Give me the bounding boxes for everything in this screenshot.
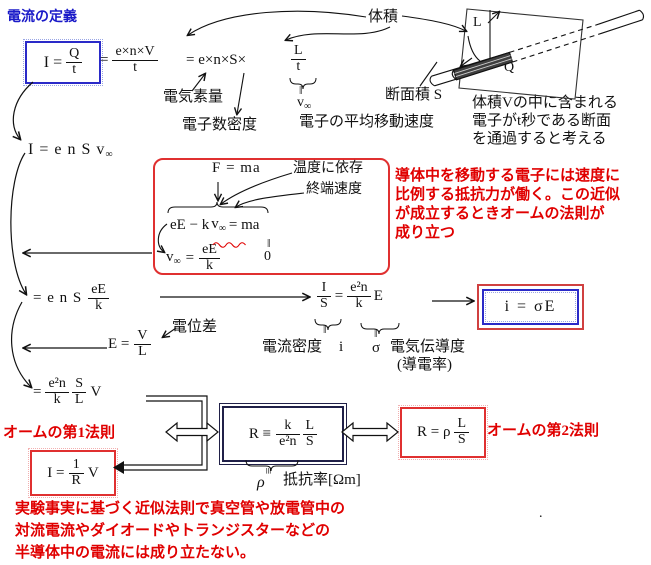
- figure-caption-3: を通過すると考える: [472, 131, 607, 147]
- underbrace-lt: [289, 77, 317, 90]
- rod-right-cap: [639, 9, 645, 21]
- kv-infinity: v∞: [211, 216, 226, 234]
- zero: 0: [264, 249, 271, 264]
- arrow-label-n: [237, 72, 245, 114]
- eq-ensv: I = e n S v∞: [28, 141, 114, 160]
- label-temperature: 温度に依存: [293, 161, 363, 176]
- rod-right-top: [598, 9, 640, 25]
- label-volume: 体積: [368, 9, 399, 25]
- vertical-equals: ‖: [323, 322, 327, 336]
- vertical-equals: ‖: [267, 236, 271, 250]
- symbol-rho: ρ: [257, 474, 265, 491]
- eq-force-balance: eE − k v∞ = ma: [170, 216, 260, 234]
- l-arrow: [487, 12, 499, 24]
- footnote-line-3: 半導体中の電流には成り立たない。: [15, 545, 256, 561]
- label-elementary-charge: 電気素量: [163, 89, 224, 105]
- label-ohm-second-law: オームの第2法則: [487, 423, 600, 439]
- label-current-density: 電流密度: [262, 339, 323, 355]
- figure-caption-1: 体積Vの中に含まれる: [472, 95, 618, 111]
- underbrace-is: [314, 318, 342, 331]
- arrow-volume-to-figure: [401, 15, 466, 31]
- rod-right-bottom: [599, 19, 643, 35]
- v-infinity: v∞: [297, 95, 312, 112]
- label-potential-difference: 電位差: [172, 319, 218, 335]
- rod-dashed-bottom: [512, 33, 601, 63]
- footnote-line-2: 対流電流やダイオードやトランジスターなどの: [15, 523, 331, 539]
- equiv-arrow-left: [165, 421, 219, 443]
- line-cross-section: [419, 61, 438, 87]
- rod-left-top: [431, 51, 510, 77]
- label-electron-density: 電子数密度: [182, 117, 258, 133]
- label-cross-section: 断面積 S: [385, 87, 443, 103]
- arrow-chain-1: [10, 152, 26, 294]
- figure-q-label: Q: [504, 60, 515, 75]
- underbrace-e2nk: [360, 322, 400, 335]
- stray-dot: .: [539, 506, 543, 521]
- figure-l-label: L: [473, 15, 482, 30]
- rod-dashed-top: [509, 23, 599, 53]
- v-infinity: v∞: [166, 248, 181, 267]
- wire-figure: [429, 8, 645, 100]
- page-title: 電流の定義: [7, 10, 77, 25]
- eq-fma: F = ma: [212, 160, 261, 176]
- note-line-2: 比例する抵抗力が働く。この近似: [395, 187, 621, 203]
- eq-i: I =: [43, 53, 63, 71]
- rod-direction-arrow: [461, 57, 473, 66]
- equiv-arrow-right: [341, 421, 399, 443]
- charge-stripe: [454, 55, 511, 74]
- arrow-chain-2: [11, 301, 31, 387]
- figure-caption-2: 電子がt秒である断面: [472, 113, 612, 129]
- l-arc: [467, 35, 481, 62]
- symbol-i: i: [339, 339, 344, 355]
- connector-double-line: [113, 395, 208, 474]
- label-resistivity: 抵抗率[Ωm]: [283, 472, 361, 488]
- footnote-line-1: 実験事実に基づく近似法則で真空管や放電管中の: [15, 501, 346, 517]
- label-conductivity: 電気伝導度: [390, 339, 466, 355]
- note-line-1: 導体中を移動する電子には速度に: [395, 168, 621, 184]
- label-conductivity-2: (導電率): [397, 357, 452, 373]
- note-line-4: 成り立つ: [395, 225, 456, 241]
- ohm-law-micro-box: i = σE: [477, 284, 584, 330]
- symbol-sigma: σ: [372, 340, 381, 356]
- arrow-volume-to-sl: [286, 26, 391, 40]
- charge-left-cap: [451, 69, 457, 81]
- vertical-equals: ‖: [299, 83, 303, 97]
- rod-left-bottom: [434, 61, 513, 87]
- eq-ensl: = e×n×S×: [186, 52, 247, 68]
- arrow-def-to-ensv: [13, 81, 34, 139]
- label-ohm-first-law: オームの第1法則: [3, 425, 116, 441]
- arrow-volume-to-v: [188, 10, 367, 35]
- rod-left-cap: [429, 75, 435, 87]
- note-line-3: が成立するときオームの法則が: [395, 206, 605, 222]
- eq-i-sigma-e: i = σE: [504, 298, 557, 315]
- label-mean-velocity: 電子の平均移動速度: [299, 114, 435, 130]
- vertical-equals: ‖: [374, 326, 378, 340]
- label-terminal-velocity: 終端速度: [306, 182, 362, 197]
